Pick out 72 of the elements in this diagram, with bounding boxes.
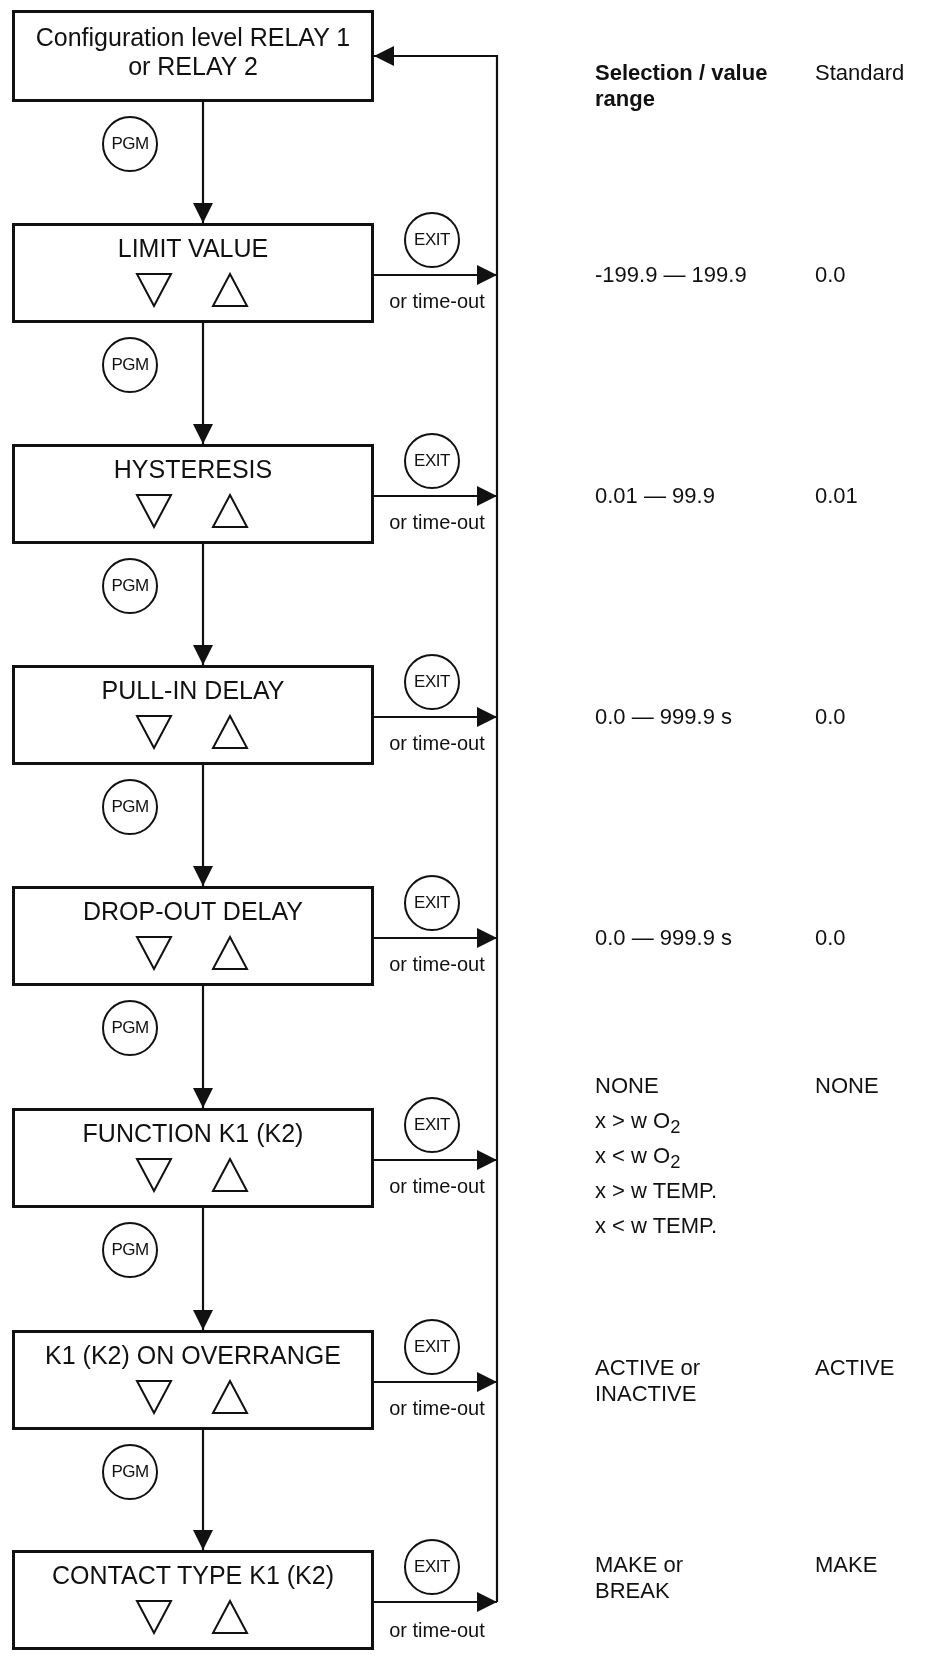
timeout-note: or time-out <box>388 290 486 313</box>
table-text: x < w TEMP. <box>595 1213 719 1239</box>
arrow <box>374 1592 497 1612</box>
table-text: 0.0 <box>815 704 847 730</box>
pgm-key: PGM <box>102 337 158 393</box>
menu-box <box>12 886 374 986</box>
arrow <box>193 323 213 444</box>
arrow <box>193 102 213 223</box>
exit-key: EXIT <box>404 654 460 710</box>
menu-title: LIMIT VALUE <box>116 234 270 263</box>
table-text: ACTIVE or INACTIVE <box>595 1355 702 1407</box>
arrow <box>193 986 213 1108</box>
table-text: ACTIVE <box>815 1355 896 1381</box>
table-text: 0.0 — 999.9 s <box>595 704 733 730</box>
arrow <box>374 1372 497 1392</box>
menu-title: Configuration level RELAY 1 or RELAY 2 <box>35 23 351 81</box>
timeout-note: or time-out <box>388 1397 486 1420</box>
table-text: MAKE <box>815 1552 879 1578</box>
menu-title: DROP-OUT DELAY <box>82 897 304 926</box>
exit-key: EXIT <box>404 1319 460 1375</box>
exit-key: EXIT <box>404 875 460 931</box>
arrow <box>374 1150 497 1170</box>
table-text: Standard <box>815 60 906 86</box>
timeout-note: or time-out <box>388 511 486 534</box>
menu-title: CONTACT TYPE K1 (K2) <box>51 1561 335 1590</box>
table-text: NONE <box>595 1073 660 1099</box>
table-text: -199.9 — 199.9 <box>595 262 748 288</box>
exit-key: EXIT <box>404 1539 460 1595</box>
exit-key: EXIT <box>404 1097 460 1153</box>
arrow <box>374 486 497 506</box>
table-text: x > w O$_{2}$ <box>595 1108 682 1140</box>
table-text: 0.01 <box>815 483 859 509</box>
pgm-key: PGM <box>102 1444 158 1500</box>
arrow <box>193 765 213 886</box>
menu-box <box>12 10 374 102</box>
menu-box <box>12 665 374 765</box>
timeout-note: or time-out <box>388 732 486 755</box>
pgm-key: PGM <box>102 1222 158 1278</box>
timeout-note: or time-out <box>388 1175 486 1198</box>
exit-key: EXIT <box>404 433 460 489</box>
table-text: 0.01 — 99.9 <box>595 483 716 509</box>
arrow <box>374 707 497 727</box>
menu-title: FUNCTION K1 (K2) <box>81 1119 305 1148</box>
table-text: 0.0 <box>815 262 847 288</box>
table-text: NONE <box>815 1073 880 1099</box>
table-text: 0.0 <box>815 925 847 951</box>
table-text: x < w O$_{2}$ <box>595 1143 682 1175</box>
menu-box <box>12 223 374 323</box>
menu-box <box>12 1550 374 1650</box>
table-text: MAKE or BREAK <box>595 1552 685 1604</box>
timeout-note: or time-out <box>388 1619 486 1642</box>
table-text: x > w TEMP. <box>595 1178 719 1204</box>
menu-title: PULL-IN DELAY <box>100 676 286 705</box>
menu-title: K1 (K2) ON OVERRANGE <box>44 1341 342 1370</box>
pgm-key: PGM <box>102 779 158 835</box>
arrow <box>193 1430 213 1550</box>
pgm-key: PGM <box>102 116 158 172</box>
menu-box <box>12 1330 374 1430</box>
exit-key: EXIT <box>404 212 460 268</box>
arrow <box>193 544 213 665</box>
arrow <box>374 46 499 1602</box>
table-text: 0.0 — 999.9 s <box>595 925 733 951</box>
arrow <box>374 265 497 285</box>
menu-title: HYSTERESIS <box>112 455 274 484</box>
arrow <box>193 1208 213 1330</box>
timeout-note: or time-out <box>388 953 486 976</box>
pgm-key: PGM <box>102 1000 158 1056</box>
column-header: Selection / value range <box>595 60 769 112</box>
arrow <box>374 928 497 948</box>
menu-box <box>12 444 374 544</box>
pgm-key: PGM <box>102 558 158 614</box>
menu-box <box>12 1108 374 1208</box>
